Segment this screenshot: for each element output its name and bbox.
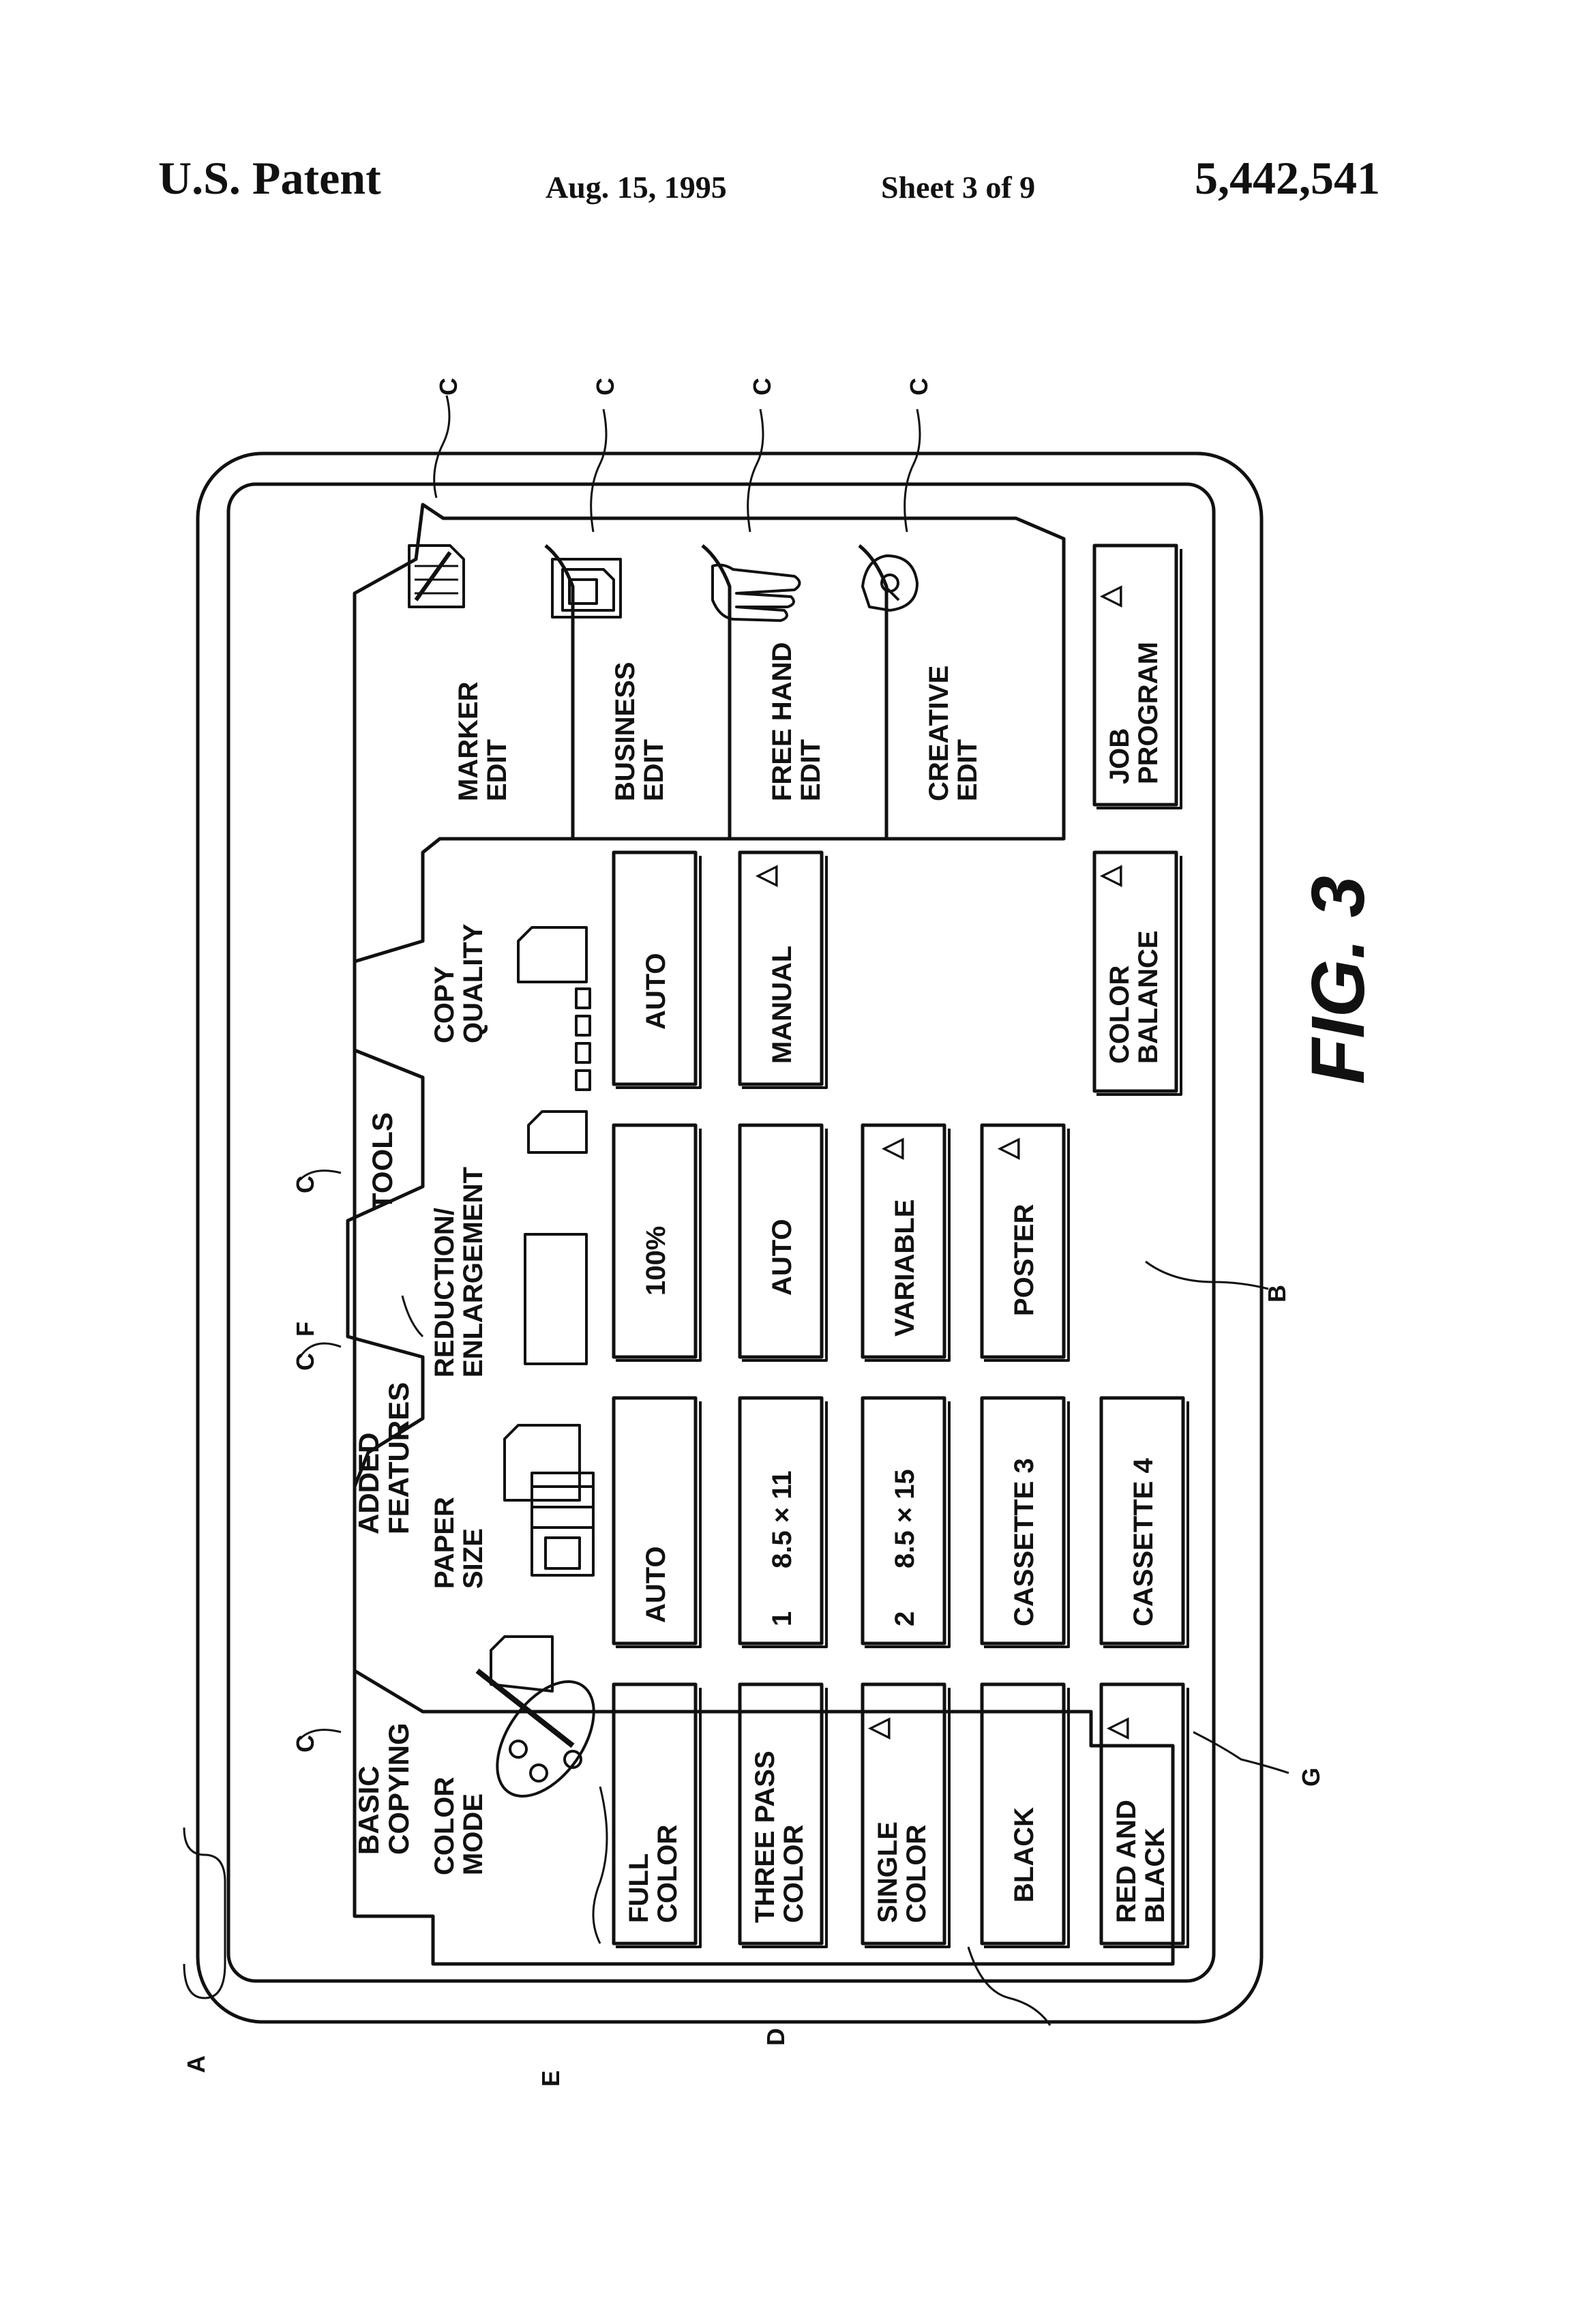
color-mode-palette-icon [477,1637,614,1813]
button-reduction-auto[interactable]: AUTO [767,1219,797,1296]
button-red-and-black[interactable]: RED ANDBLACK [1111,1800,1170,1923]
red-black-triangle-icon: △ [1101,1717,1131,1740]
callout-c-tools: C [291,1176,319,1193]
button-job-program[interactable]: JOBPROGRAM [1105,642,1163,784]
poster-triangle-icon: △ [992,1137,1022,1160]
button-full-color[interactable]: FULLCOLOR [624,1824,683,1923]
button-single-color[interactable]: SINGLECOLOR [873,1821,931,1923]
section-paper-size: PAPERSIZE [430,1497,488,1589]
tab-business-edit[interactable]: BUSINESSEDIT [610,662,669,802]
callout-b: B [1263,1285,1291,1302]
callout-c-edit-2: C [591,378,619,396]
tab-basic-copying[interactable]: BASICCOPYING [353,1723,415,1855]
tab-free-hand-edit[interactable]: FREE HANDEDIT [767,642,826,801]
button-variable[interactable]: VARIABLE [890,1200,920,1337]
screen-inner-frame [228,484,1214,1981]
callout-a: A [182,2055,210,2073]
callout-e: E [537,2070,565,2087]
callout-c-edit-4: C [905,378,933,396]
section-reduction-enlargement: REDUCTION/ENLARGEMENT [430,1167,488,1377]
button-cassette-4[interactable]: CASSETTE 4 [1129,1458,1159,1626]
button-paper-auto[interactable]: AUTO [641,1546,671,1623]
tab-tools[interactable]: TOOLS [366,1112,398,1210]
button-black[interactable]: BLACK [1009,1807,1039,1903]
callout-c-edit-3: C [748,378,776,396]
section-color-mode: COLORMODE [430,1776,488,1875]
variable-triangle-icon: △ [876,1137,906,1160]
job-program-triangle-icon: △ [1094,585,1124,608]
figure-label: FIG. 3 [1296,876,1380,1084]
tray1-number: 1 [767,1611,797,1626]
reduction-enlargement-icon [525,1112,586,1364]
callout-leaders [184,396,1289,2025]
creative-edit-icon [863,556,917,610]
callout-g: G [1297,1768,1325,1787]
callout-c-added: C [291,1353,319,1371]
paper-size-stack-icon [505,1425,593,1575]
section-copy-quality: COPYQUALITY [430,923,488,1043]
button-tray2-size[interactable]: 8.5 × 15 [890,1469,920,1568]
manual-triangle-icon: △ [750,865,780,887]
button-three-pass-color[interactable]: THREE PASSCOLOR [750,1751,809,1923]
button-cassette-3[interactable]: CASSETTE 3 [1009,1458,1039,1626]
callout-f: F [291,1322,319,1337]
tab-creative-edit[interactable]: CREATIVEEDIT [924,666,983,801]
button-color-balance[interactable]: COLORBALANCE [1105,930,1163,1064]
color-balance-triangle-icon: △ [1094,865,1124,887]
button-tray1-size[interactable]: 8.5 × 11 [767,1471,797,1568]
tray2-number: 2 [890,1611,920,1626]
tab-added-features[interactable]: ADDEDFEATURES [353,1382,415,1534]
button-manual[interactable]: MANUAL [767,946,797,1064]
button-100-percent[interactable]: 100% [641,1226,671,1296]
callout-c-edit-1: C [434,378,462,396]
callout-c-basic: C [291,1735,319,1753]
single-color-triangle-icon: △ [863,1717,893,1740]
button-poster[interactable]: POSTER [1009,1204,1039,1316]
button-quality-auto[interactable]: AUTO [641,953,671,1030]
edit-tab-separator-2 [702,546,730,839]
callout-d: D [762,2028,790,2046]
copy-quality-icon [518,927,590,1090]
tab-marker-edit[interactable]: MARKEREDIT [453,681,512,801]
